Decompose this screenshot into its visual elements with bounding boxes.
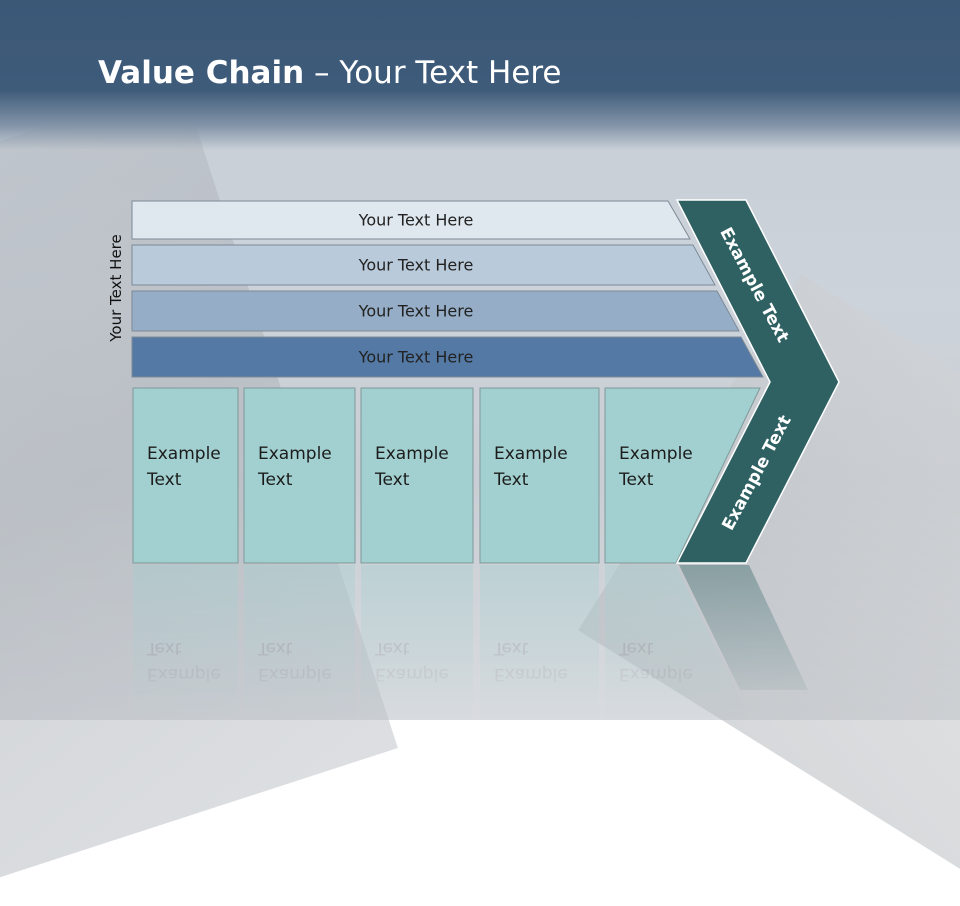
reflection-box	[480, 565, 599, 720]
title-rest: – Your Text Here	[304, 55, 562, 91]
reflection-box	[361, 565, 473, 720]
chevron-arrow	[675, 199, 840, 564]
value-chain-diagram: ExampleTextExampleTextExampleTextExample…	[131, 199, 840, 720]
reflection-label-line2: Text	[618, 638, 654, 658]
slide-title: Value Chain – Your Text Here	[98, 52, 561, 94]
reflection-label-line1: Example	[619, 664, 693, 684]
chain-bar-label: Your Text Here	[358, 302, 474, 321]
chain-bar	[131, 336, 764, 378]
reflection-label-line2: Text	[493, 638, 529, 658]
reflection-label-line1: Example	[375, 664, 449, 684]
reflection-chevron	[679, 565, 808, 690]
reflection-label-line1: Example	[258, 664, 332, 684]
chain-box	[604, 387, 761, 564]
chain-box-label-line1: Example	[258, 444, 332, 464]
chain-box	[243, 387, 356, 564]
chain-box-label-line1: Example	[619, 444, 693, 464]
reflection-label-line2: Text	[146, 638, 182, 658]
header-band	[0, 0, 960, 150]
chain-bar	[131, 244, 716, 286]
chain-box-label-line1: Example	[147, 444, 221, 464]
chain-bar-label: Your Text Here	[358, 256, 474, 275]
title-bold: Value Chain	[98, 55, 305, 91]
chain-box-label-line2: Text	[618, 470, 654, 490]
chain-box-label-line2: Text	[257, 470, 293, 490]
reflection-label-line2: Text	[257, 638, 293, 658]
chain-bar-label: Your Text Here	[358, 211, 474, 230]
reflection-box	[605, 565, 751, 720]
chain-box-label-line2: Text	[374, 470, 410, 490]
reflection-box	[244, 565, 355, 720]
chain-bar-label: Your Text Here	[358, 348, 474, 367]
reflection-label-line1: Example	[494, 664, 568, 684]
chain-box-label-line1: Example	[375, 444, 449, 464]
reflection-box	[133, 565, 238, 720]
chain-box-label-line2: Text	[146, 470, 182, 490]
chain-box-label-line2: Text	[493, 470, 529, 490]
chain-box	[479, 387, 600, 564]
chain-box	[132, 387, 239, 564]
chain-bar	[131, 200, 691, 240]
reflection-label-line1: Example	[147, 664, 221, 684]
chain-bar	[131, 290, 740, 332]
chain-box-label-line1: Example	[494, 444, 568, 464]
reflection-label-line2: Text	[374, 638, 410, 658]
chain-box	[360, 387, 474, 564]
